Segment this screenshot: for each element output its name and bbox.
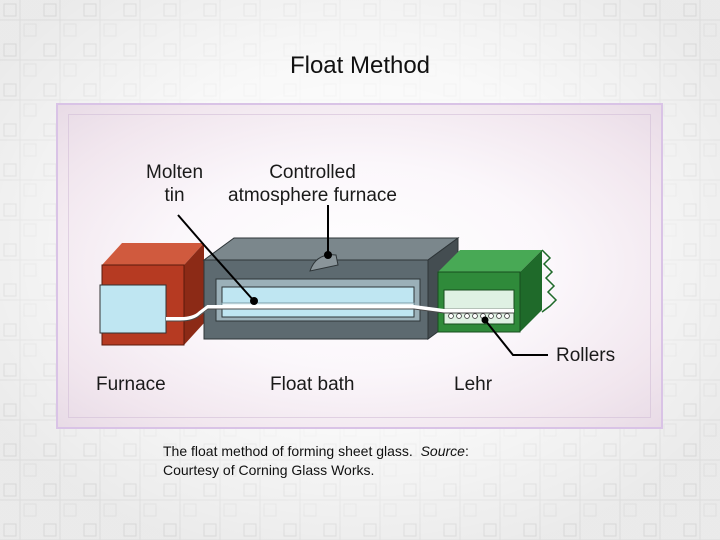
molten-tin-pointer (177, 214, 255, 302)
label-furnace: Furnace (96, 374, 166, 395)
glass-ribbon (166, 305, 514, 321)
figure-inner-border (68, 114, 651, 418)
label-rollers: Rollers (556, 345, 616, 366)
label-controlled-atmosphere: Controlled atmosphere furnace (228, 161, 397, 207)
rollers-pointer (484, 319, 548, 356)
label-controlled-line1: Controlled (269, 162, 356, 183)
slide-title: Float Method (289, 52, 431, 79)
figure-frame: Molten tin Controlled atmosphere furnace… (56, 103, 663, 429)
caption-text: The float method of forming sheet glass. (163, 443, 413, 459)
figure-caption: The float method of forming sheet glass.… (163, 442, 583, 480)
float-method-diagram (99, 205, 558, 356)
caption-source-colon: : (464, 443, 469, 459)
label-lehr: Lehr (454, 374, 493, 395)
furnace-box (99, 243, 204, 346)
caption-source-label: Source (420, 443, 465, 459)
lehr-box (437, 249, 558, 333)
label-controlled-line2: atmosphere furnace (228, 185, 397, 206)
label-molten-tin-line2: tin (164, 185, 185, 206)
caption-credit: Courtesy of Corning Glass Works. (163, 462, 375, 478)
label-molten-tin-line1: Molten (146, 162, 204, 183)
label-float-bath: Float bath (270, 374, 355, 395)
label-molten-tin: Molten tin (146, 161, 203, 207)
